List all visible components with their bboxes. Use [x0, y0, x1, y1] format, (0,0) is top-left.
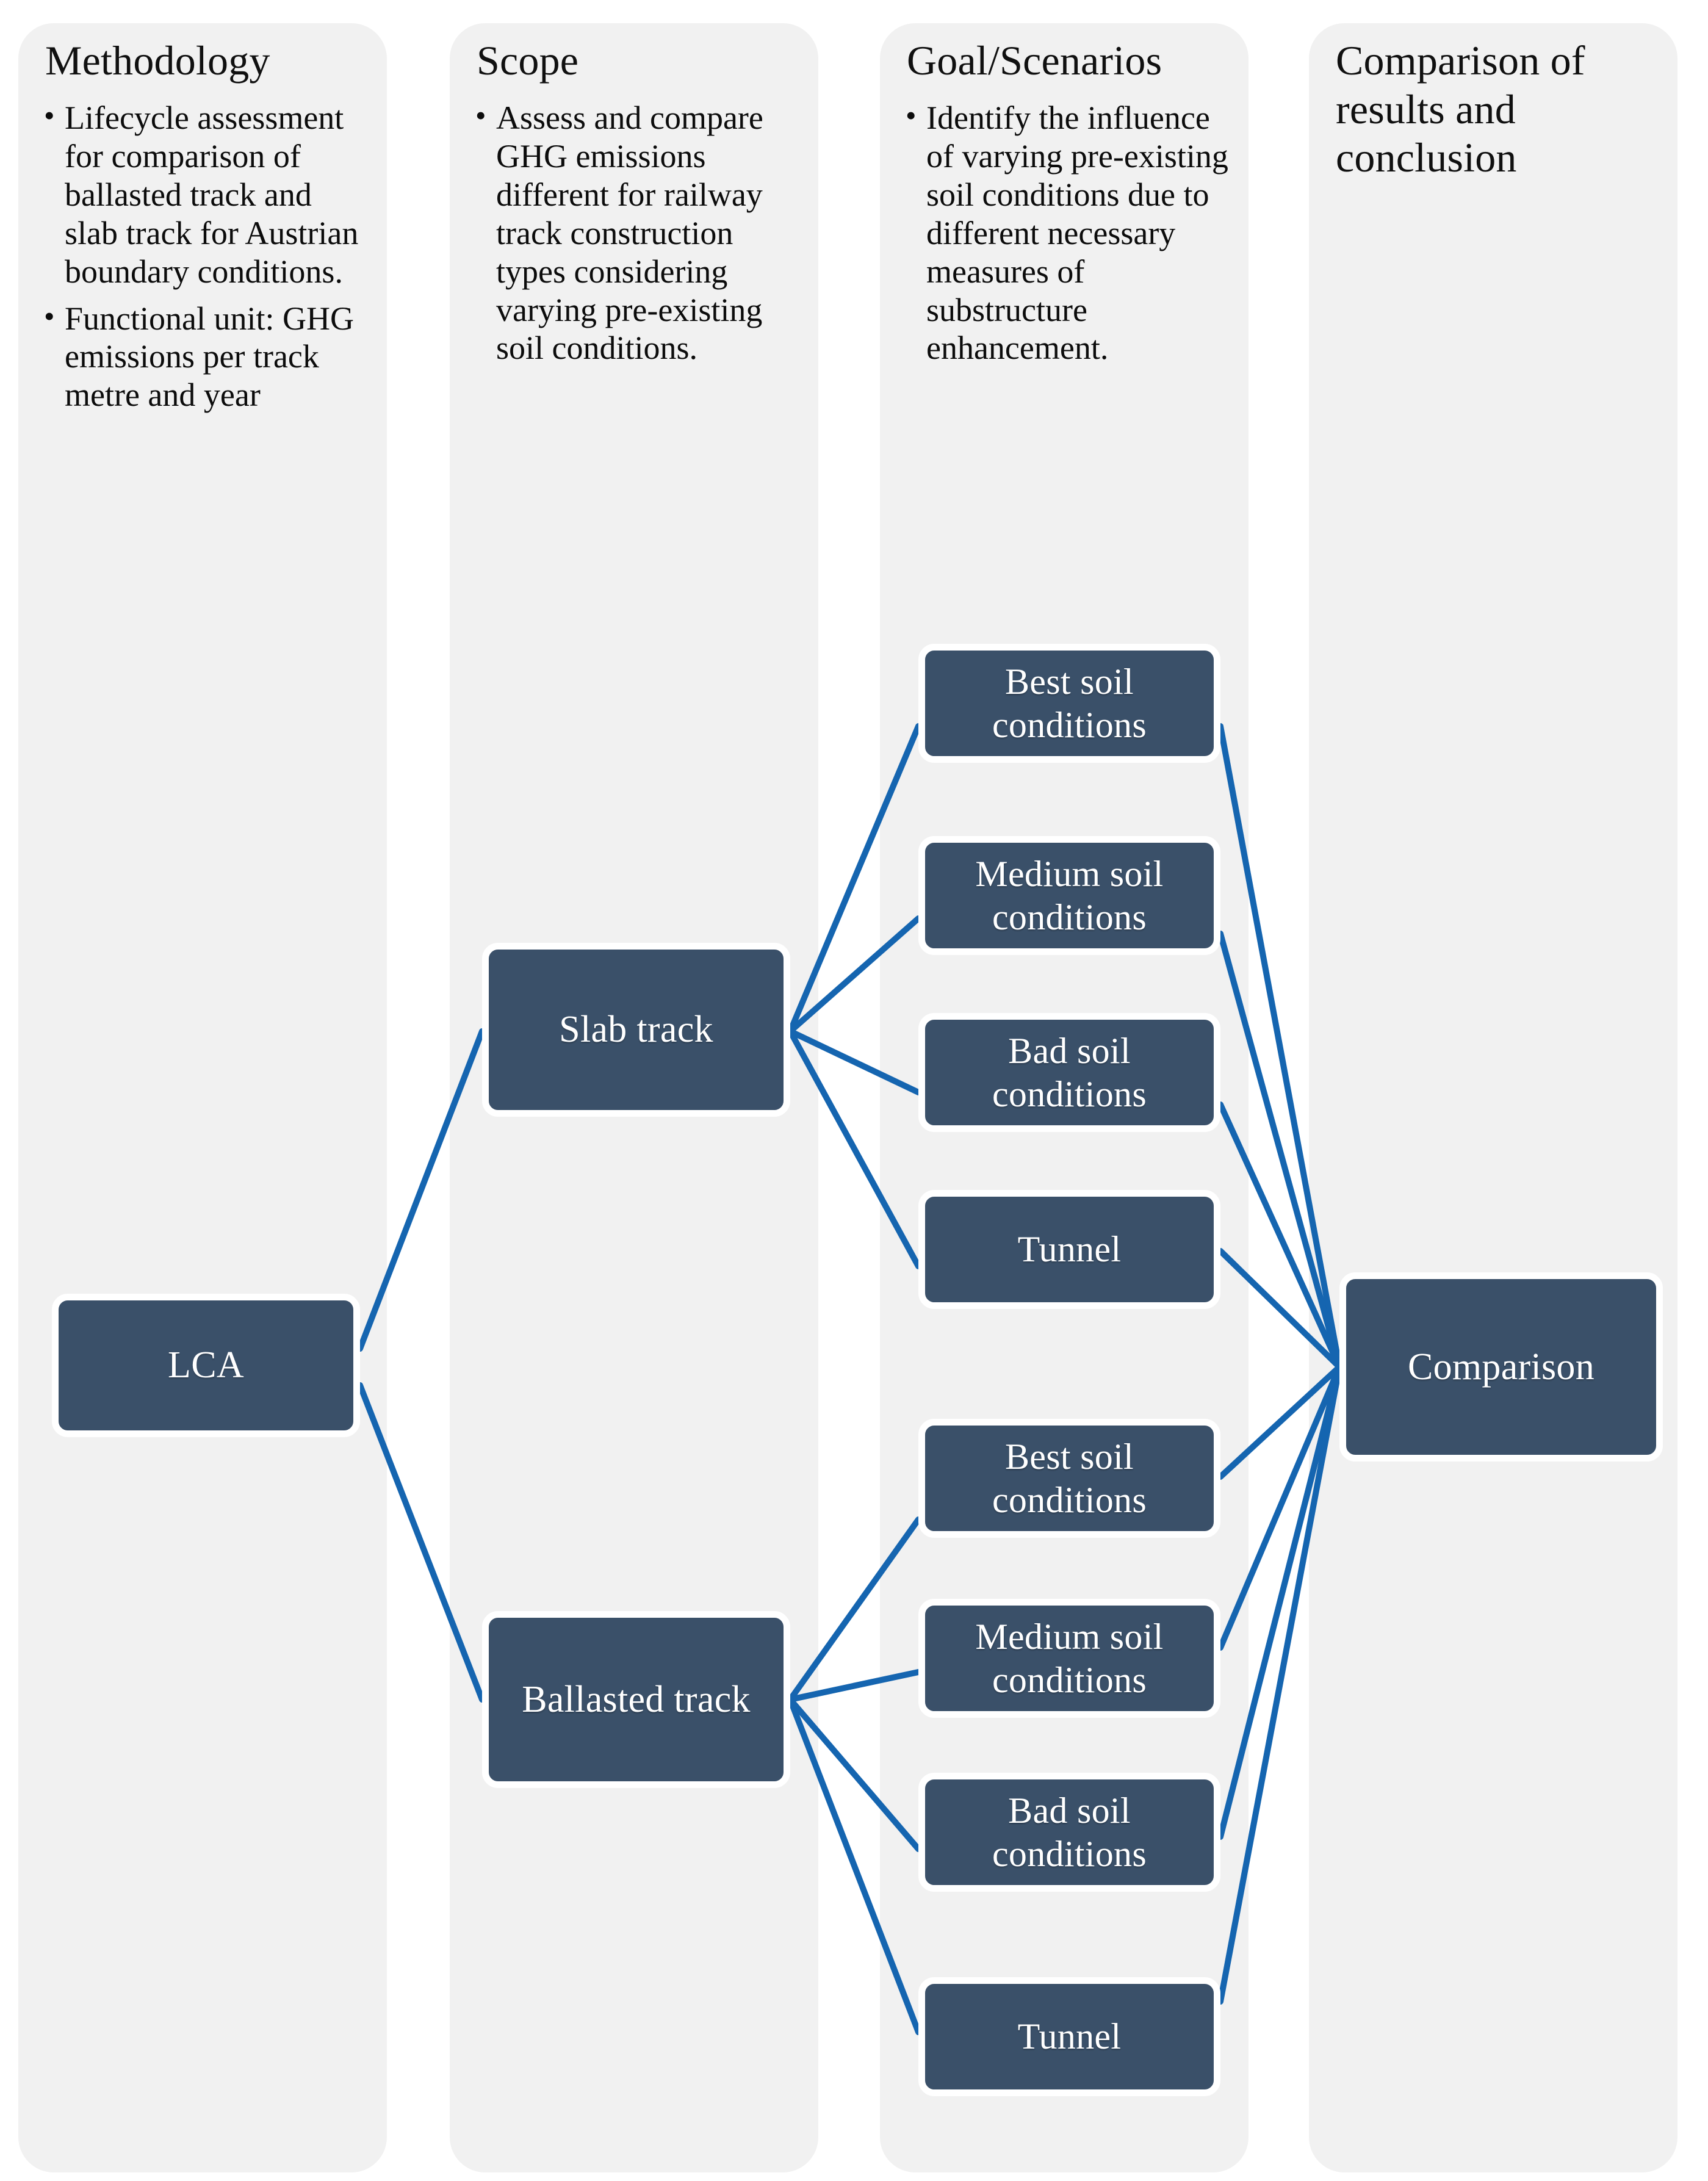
node-slab-bad-soil-conditions[interactable]: Bad soil conditions: [918, 1013, 1220, 1132]
node-ballasted-tunnel[interactable]: Tunnel: [918, 1977, 1220, 2096]
node-ballasted-best-soil-conditions[interactable]: Best soil conditions: [918, 1419, 1220, 1538]
bullet-item: Functional unit: GHG emissions per track…: [43, 298, 372, 415]
node-slab-medium-soil-conditions[interactable]: Medium soil conditions: [918, 836, 1220, 955]
column-title-methodology: Methodology: [45, 37, 270, 84]
node-ballasted-bad-soil-conditions[interactable]: Bad soil conditions: [918, 1773, 1220, 1892]
column-title-comparison-results: Comparison of results and conclusion: [1336, 37, 1585, 181]
node-comparison[interactable]: Comparison: [1339, 1272, 1663, 1462]
bullet-item: Lifecycle assessment for comparison of b…: [43, 98, 372, 291]
column-panel-comparison-results: Comparison of results and conclusion: [1309, 23, 1677, 2172]
bullet-item: Identify the influence of varying pre-ex…: [904, 98, 1234, 367]
node-slab-best-soil-conditions[interactable]: Best soil conditions: [918, 644, 1220, 763]
column-panel-methodology: Methodology Lifecycle assessment for com…: [18, 23, 387, 2172]
node-ballasted-medium-soil-conditions[interactable]: Medium soil conditions: [918, 1599, 1220, 1718]
node-lca[interactable]: LCA: [52, 1294, 360, 1437]
column-bullets-goal-scenarios: Identify the influence of varying pre-ex…: [904, 98, 1234, 376]
column-title-scope: Scope: [477, 37, 579, 84]
column-title-goal-scenarios: Goal/Scenarios: [907, 37, 1162, 84]
column-bullets-methodology: Lifecycle assessment for comparison of b…: [43, 98, 372, 423]
node-slab-track[interactable]: Slab track: [482, 943, 790, 1117]
bullet-item: Assess and compare GHG emissions differe…: [474, 98, 804, 367]
node-slab-tunnel[interactable]: Tunnel: [918, 1190, 1220, 1309]
node-ballasted-track[interactable]: Ballasted track: [482, 1611, 790, 1788]
column-bullets-scope: Assess and compare GHG emissions differe…: [474, 98, 804, 376]
